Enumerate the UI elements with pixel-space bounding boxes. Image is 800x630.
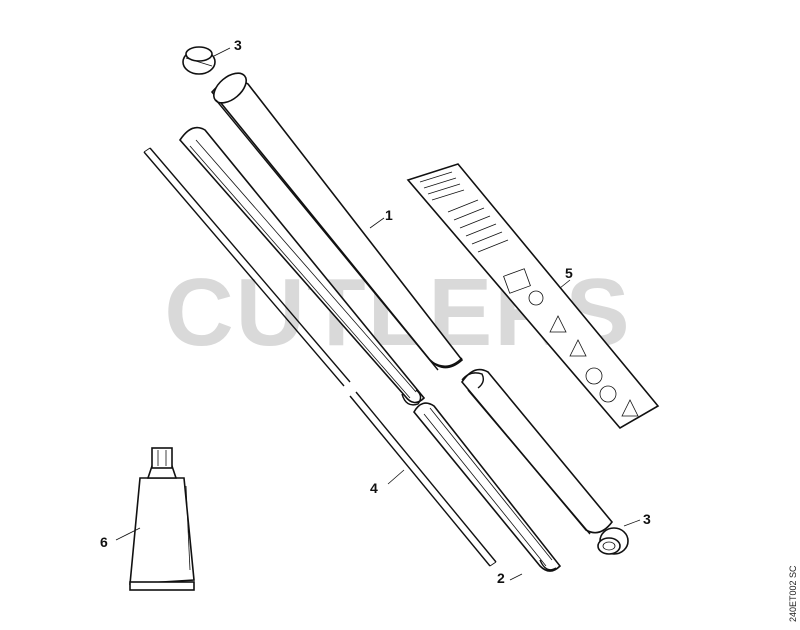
callout-part-3-bottom: 3	[643, 511, 651, 527]
tube-upper	[210, 72, 464, 371]
callout-part-4: 4	[370, 480, 378, 496]
callout-part-5: 5	[565, 265, 573, 281]
callout-part-1: 1	[385, 207, 393, 223]
cap-bottom	[597, 527, 629, 555]
callout-part-2: 2	[497, 570, 505, 586]
callout-part-3-top: 3	[234, 37, 242, 53]
grease-tube	[129, 447, 195, 591]
callout-part-6: 6	[100, 534, 108, 550]
drawing-code: 240ET002 SC	[788, 565, 798, 622]
warning-label-strip	[406, 163, 660, 430]
guide-profile-lower	[413, 402, 562, 572]
leader-lines	[115, 47, 641, 581]
guide-profile-upper	[178, 126, 426, 406]
drive-shaft	[143, 147, 497, 567]
tube-lower	[461, 368, 614, 535]
cap-top	[182, 46, 216, 75]
